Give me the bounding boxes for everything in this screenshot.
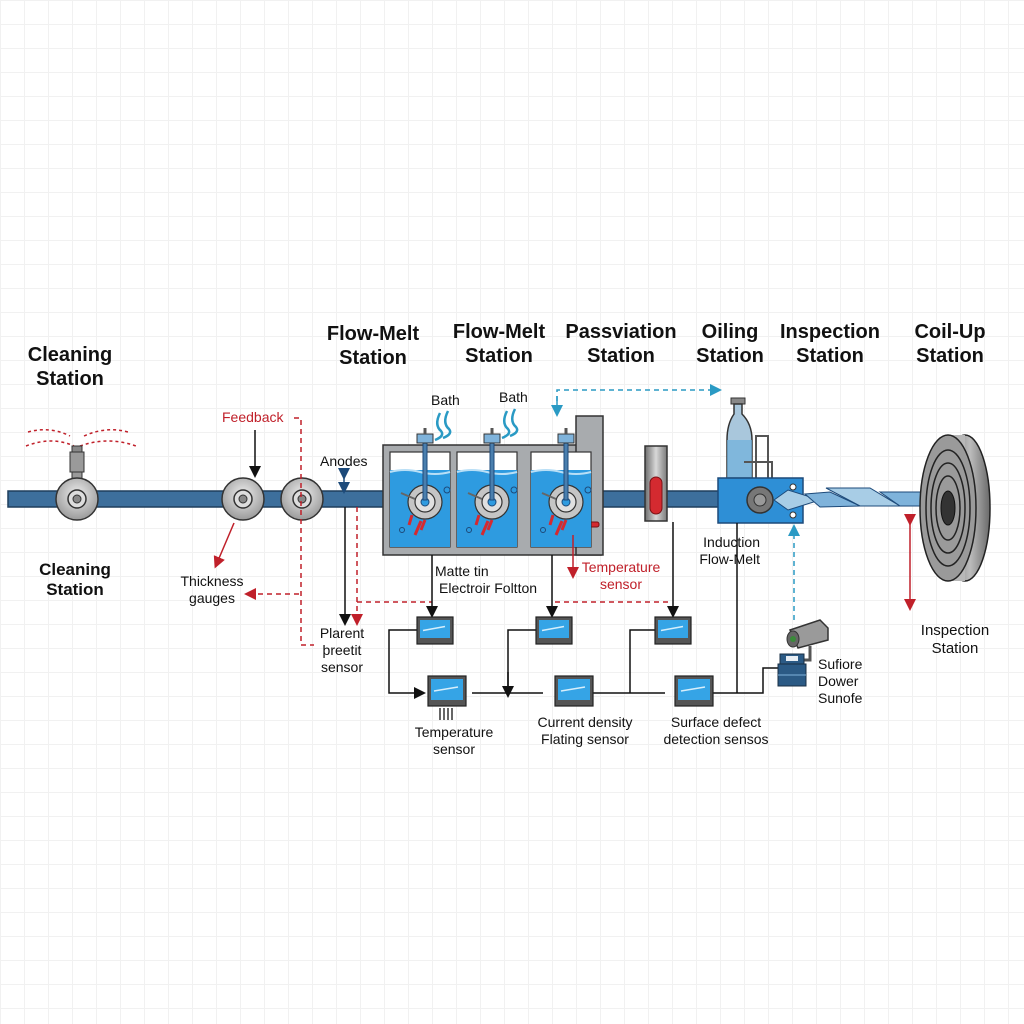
bath-compartment <box>456 428 518 548</box>
title-line: Station <box>587 345 655 367</box>
temperature-red-label: Temperature sensor <box>576 559 666 593</box>
label-line: Flow-Melt <box>699 550 760 567</box>
current-density-label: Current density Flating sensor <box>530 714 640 748</box>
label-line: detection sensos <box>663 730 769 747</box>
wiring <box>388 629 780 699</box>
spray-nozzle-icon <box>25 429 137 483</box>
label-line: Sufiore <box>818 656 863 672</box>
title-line: Inspection <box>779 321 880 343</box>
title-line: Oiling <box>701 321 759 343</box>
steel-strip <box>7 490 721 508</box>
title-line: Station <box>465 345 533 367</box>
label-line: Inspection <box>920 622 990 639</box>
cleaning-station-label: Cleaning Station <box>30 560 120 601</box>
label-line: Plarent <box>319 625 365 641</box>
monitor-icon <box>427 675 467 707</box>
label-line: sensor <box>432 740 476 757</box>
label-line: Flating sensor <box>541 730 629 747</box>
camera-icon <box>786 619 829 662</box>
roller-icon <box>221 477 265 521</box>
label-line: Current density <box>537 714 633 730</box>
label-line: Induction <box>703 534 760 550</box>
title-line: Station <box>339 347 407 369</box>
induction-flow-melt-label: Induction Flow-Melt <box>688 534 760 568</box>
label-line: Temperature <box>414 724 494 740</box>
probe-icon <box>439 708 453 720</box>
monitor-icon <box>674 675 714 707</box>
monitor-icon <box>554 675 594 707</box>
surface-defect-label: Surface defect detection sensos <box>656 714 776 748</box>
label-line: Thickness <box>180 573 244 589</box>
oiling-unit <box>717 477 822 524</box>
power-unit-icon <box>777 653 807 687</box>
cleaning-roller-icon <box>55 477 99 521</box>
twisted-strip <box>803 487 949 508</box>
title-line: Flow-Melt <box>326 323 420 345</box>
bath-label-2: Bath <box>499 389 528 405</box>
title-line: Passviation <box>565 321 677 343</box>
thickness-gauge-arrow <box>213 522 235 569</box>
anodes-label: Anodes <box>320 453 368 469</box>
label-line: sensor <box>320 658 364 675</box>
monitor-icon <box>416 616 454 645</box>
monitor-icon <box>535 616 573 645</box>
coil-up-station-title: Coil-Up Station <box>900 320 1000 368</box>
cleaning-station-title: Cleaning Station <box>22 343 118 391</box>
roller-icon <box>280 477 324 521</box>
passivation-station-title: Passviation Station <box>559 320 683 368</box>
label-line: Dower <box>818 672 859 689</box>
label-line: Electroir Foltton <box>439 579 538 596</box>
label-line: Sunofe <box>818 689 863 706</box>
title-line: Station <box>916 345 984 367</box>
label-line: gauges <box>189 589 235 606</box>
label-line: Station <box>931 640 979 657</box>
flow-melt-station-2-title: Flow-Melt Station <box>444 320 554 368</box>
oil-bottle-icon <box>726 397 773 479</box>
label-line: Surface defect <box>670 714 762 730</box>
thickness-gauges-label: Thickness gauges <box>170 573 254 607</box>
coil-icon <box>919 434 991 582</box>
temperature-sensor-label: Temperature sensor <box>408 724 500 758</box>
inspection-station-label: Inspection Station <box>910 622 1000 658</box>
bath-compartment <box>530 428 592 548</box>
feedback-label: Feedback <box>222 409 284 425</box>
title-line: Station <box>796 345 864 367</box>
label-line: sensor <box>599 575 643 592</box>
title-line: Cleaning <box>27 344 113 366</box>
bath-compartment <box>389 428 451 548</box>
title-line: Station <box>36 368 104 390</box>
title-line: Flow-Melt <box>452 321 546 343</box>
feedback-dashed-line <box>294 417 314 646</box>
flow-melt-station-1-title: Flow-Melt Station <box>318 322 428 370</box>
label-line: Temperature <box>581 559 661 575</box>
title-line: Station <box>696 345 764 367</box>
inspection-station-title: Inspection Station <box>774 320 886 368</box>
bath-steam-icon <box>434 408 519 442</box>
title-line: Coil-Up <box>914 321 986 343</box>
oiling-station-title: Oiling Station <box>690 320 770 368</box>
bath-label-1: Bath <box>431 392 460 408</box>
label-line: Matte tin <box>435 563 489 579</box>
label-line: þreetit <box>322 641 362 658</box>
monitor-icon <box>654 616 692 645</box>
surface-power-label: Sufiore Dower Sunofe <box>818 656 862 706</box>
label-line: Station <box>46 580 104 600</box>
label-line: Cleaning <box>39 560 111 579</box>
thermometer-icon <box>644 445 668 522</box>
matte-tin-label: Matte tin Electroir Foltton <box>435 563 537 597</box>
plarent-sensor-label: Plarent þreetit sensor <box>312 625 372 675</box>
signal-dashed-line <box>556 384 722 410</box>
